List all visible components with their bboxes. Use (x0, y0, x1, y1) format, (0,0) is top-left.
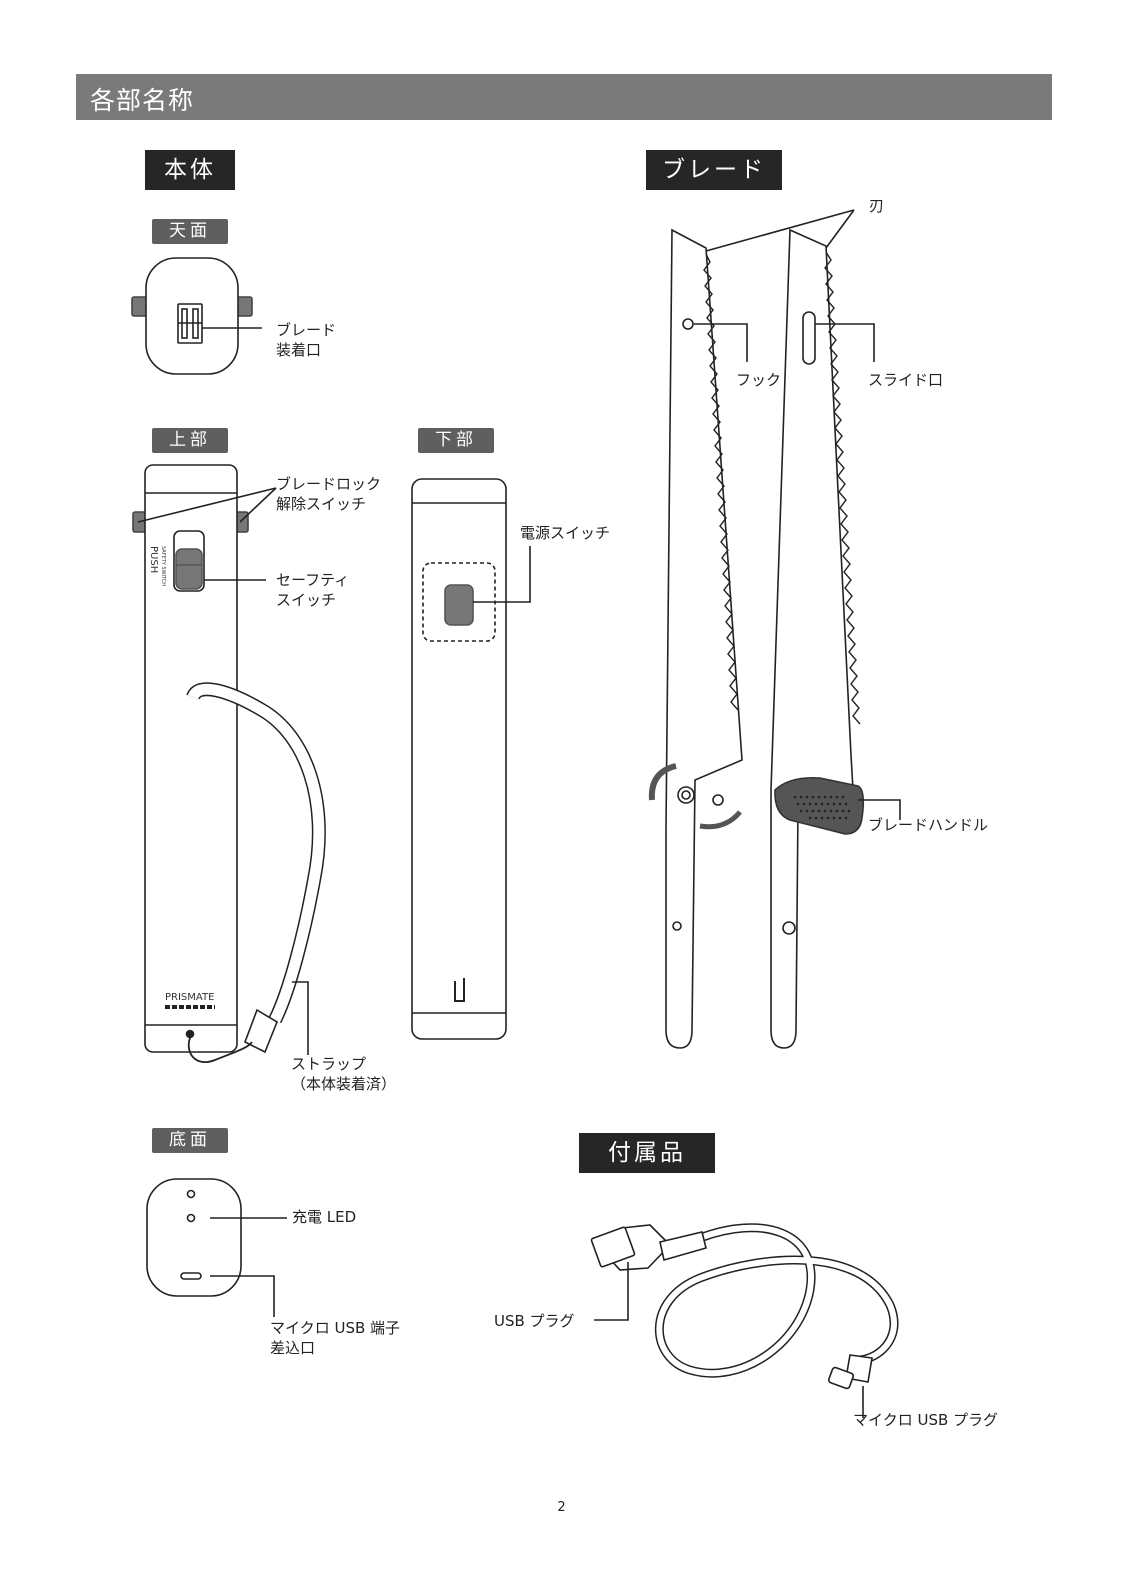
callout-blade-edge: 刃 (869, 196, 884, 216)
callout-usb-plug: USB プラグ (494, 1311, 575, 1331)
top-face-drawing (132, 258, 262, 374)
callout-charge-led: 充電 LED (292, 1207, 356, 1227)
blade-left-drawing (652, 230, 742, 1048)
callout-micro-usb-port: マイクロ USB 端子 差込口 (270, 1318, 400, 1358)
callout-blade-slot: ブレード 装着口 (276, 320, 336, 360)
usb-cable-drawing (591, 1225, 894, 1418)
safety-switch-print: SAFETY SWITCH (160, 546, 166, 586)
lower-body-drawing (412, 479, 530, 1039)
bottom-face-drawing (147, 1179, 287, 1317)
brand-underline (165, 1005, 215, 1009)
callout-power-switch: 電源スイッチ (520, 523, 610, 543)
push-mark: PUSH (148, 546, 159, 573)
brand-logo: PRISMATE (165, 992, 214, 1003)
callout-blade-handle: ブレードハンドル (868, 815, 988, 835)
callout-safety-switch: セーフティ スイッチ (276, 570, 349, 610)
callout-blade-lock-release: ブレードロック 解除スイッチ (276, 474, 381, 514)
page-number: 2 (0, 1500, 1123, 1515)
callout-hook: フック (736, 370, 781, 390)
callout-micro-usb-plug: マイクロ USB プラグ (853, 1410, 998, 1430)
callout-strap: ストラップ （本体装着済） (291, 1054, 396, 1094)
blade-right-drawing (771, 230, 863, 1048)
callout-slide-slot: スライド口 (868, 370, 943, 390)
